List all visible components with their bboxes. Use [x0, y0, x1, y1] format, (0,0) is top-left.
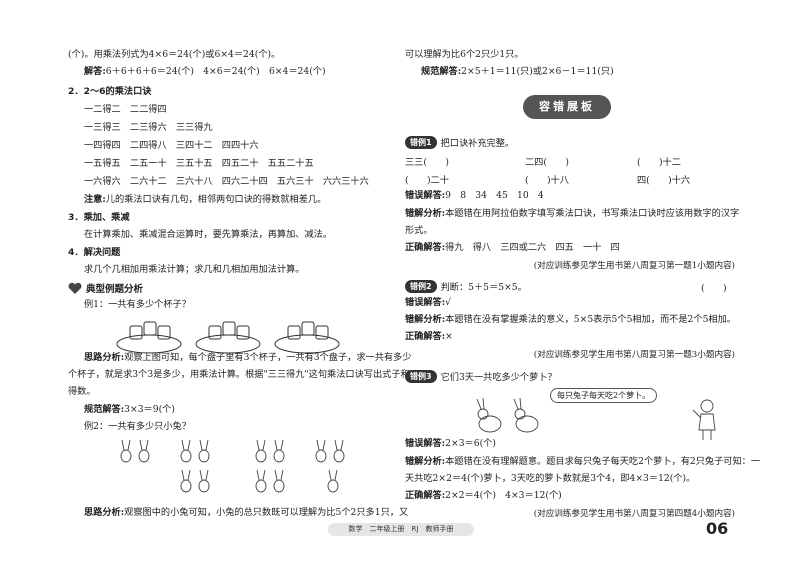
analysis-text: 观察上图可知，每个盘子里有3个杯子，一共有3个盘子，求一共有多少	[124, 352, 412, 363]
analysis-text: 观察图中的小兔可知，小兔的总只数既可以理解为比5个2只多1只，又	[124, 507, 409, 518]
error-1-header: 错例1 把口诀补充完整。	[405, 135, 514, 149]
analysis-label: 错解分析:	[405, 456, 446, 467]
text-line: 可以理解为比6个2只少1只。	[405, 49, 524, 60]
error-2-question: 判断：5＋5＝5×5。	[440, 282, 527, 293]
wrong-label: 错误解答:	[405, 190, 446, 201]
error-1-correct: 正确解答:得九 得八 三四或二六 四五 一十 四	[405, 242, 620, 254]
error-2-tag: 错例2	[405, 279, 437, 293]
example-2-question: 例2：一共有多少只小兔？	[84, 421, 191, 432]
correct-text: 2×2＝4(个) 4×3＝12(个)	[445, 490, 562, 501]
section-4-title: 4．解决问题	[68, 247, 121, 258]
text-line: (个)。用乘法列式为4×6＝24(个)或6×4＝24(个)。	[68, 49, 281, 60]
example-1-analysis-line: 个杯子，就是求3个3是多少，用乘法计算。根据"三三得九"这句乘法口诀写出式子和	[68, 369, 410, 380]
section-4-text: 求几个几相加用乘法计算；求几和几相加用加法计算。	[84, 264, 305, 275]
wrong-text: 2×3＝6(个)	[445, 438, 496, 449]
section-3-title: 3．乘加、乘减	[68, 212, 130, 223]
error-1-analysis: 错解分析:本题错在用阿拉伯数字填写乘法口诀，书写乘法口诀时应该用数字的汉字	[405, 208, 739, 220]
typical-examples-title: 典型例题分析	[86, 284, 144, 295]
section-2-title: 2．2～6的乘法口诀	[68, 86, 152, 97]
page-number: 06	[706, 519, 729, 538]
rabbits-illustration	[120, 439, 345, 493]
answer-line: 解答:6＋6＋6＋6＝24(个) 4×6＝24(个) 6×4＝24(个)	[84, 66, 326, 78]
answer-label: 规范解答:	[84, 404, 125, 415]
error-2-analysis: 错解分析:本题错在没有掌握乘法的意义，5×5表示5个5相加，而不是2个5相加。	[405, 314, 736, 326]
error-2-reference: (对应训练参见学生用书第八周复习第一题3小题内容)	[533, 350, 735, 360]
multiplication-row: 一三得三 二三得六 三三得九	[84, 122, 213, 133]
note-line: 注意:儿的乘法口诀有几句，相邻两句口诀的得数就相差几。	[84, 194, 326, 206]
section-3-text: 在计算乘加、乘减混合运算时，要先算乘法，再算加、减法。	[84, 229, 333, 240]
correct-label: 正确解答:	[405, 490, 446, 501]
note-text: 儿的乘法口诀有几句，相邻两句口诀的得数就相差几。	[105, 194, 327, 205]
blank-item: ( )十八	[525, 175, 569, 186]
error-3-correct: 正确解答:2×2＝4(个) 4×3＝12(个)	[405, 490, 562, 502]
analysis-label: 错解分析:	[405, 314, 446, 325]
error-3-wrong: 错误解答:2×3＝6(个)	[405, 438, 496, 450]
heart-icon	[68, 282, 82, 294]
blank-item: 二四( )	[525, 157, 569, 168]
blank-item: 四( )十六	[637, 175, 691, 186]
wrong-label: 错误解答:	[405, 297, 446, 308]
error-3-header: 错例3 它们3天一共吃多少个萝卜？	[405, 369, 557, 383]
error-3-reference: (对应训练参见学生用书第八周复习第四题4小题内容)	[533, 509, 735, 519]
multiplication-row: 一四得四 二四得八 三四十二 四四十六	[84, 140, 259, 151]
analysis-label: 思路分析:	[84, 507, 125, 518]
note-label: 注意:	[84, 194, 106, 205]
error-3-tag: 错例3	[405, 369, 437, 383]
speech-bubble: 每只兔子每天吃2个萝卜。	[550, 388, 658, 403]
answer-label: 解答:	[84, 66, 106, 77]
answer-label: 规范解答:	[421, 66, 462, 77]
multiplication-row: 一五得五 二五一十 三五十五 四五二十 五五二十五	[84, 158, 314, 169]
error-2-wrong: 错误解答:√	[405, 297, 451, 309]
answer-line: 规范解答:2×5＋1＝11(只)或2×6－1＝11(只)	[421, 66, 614, 78]
example-1-analysis-line: 思路分析:观察上图可知，每个盘子里有3个杯子，一共有3个盘子，求一共有多少	[84, 352, 411, 364]
analysis-label: 错解分析:	[405, 208, 446, 219]
error-2-correct: 正确解答:×	[405, 331, 453, 343]
error-1-question: 把口诀补充完整。	[440, 138, 515, 149]
answer-text: 3×3＝9(个)	[124, 404, 175, 415]
wrong-label: 错误解答:	[405, 438, 446, 449]
judgement-paren: ( )	[701, 283, 727, 294]
correct-text: ×	[445, 331, 453, 342]
cups-on-plates-illustration	[116, 321, 340, 354]
multiplication-row: 一六得六 二六十二 三六十八 四六二十四 五六三十 六六三十六	[84, 176, 369, 187]
error-showcase-banner: 容错展板	[523, 95, 611, 119]
rabbits-girl-illustration	[476, 397, 716, 440]
typical-examples-heading: 典型例题分析	[68, 281, 143, 295]
error-3-analysis: 错解分析:本题错在没有理解题意。题目求每只兔子每天吃2个萝卜，有2只兔子可知：一	[405, 456, 760, 468]
error-1-wrong: 错误解答:9 8 34 45 10 4	[405, 190, 544, 202]
answer-text: 6＋6＋6＋6＝24(个) 4×6＝24(个) 6×4＝24(个)	[105, 66, 326, 77]
example-2-analysis-line: 思路分析:观察图中的小兔可知，小兔的总只数既可以理解为比5个2只多1只，又	[84, 507, 408, 519]
blank-item: 三三( )	[405, 157, 449, 168]
error-2-header: 错例2 判断：5＋5＝5×5。	[405, 279, 527, 293]
analysis-text: 本题错在没有理解题意。题目求每只兔子每天吃2个萝卜，有2只兔子可知：一	[445, 456, 761, 467]
wrong-text: 9 8 34 45 10 4	[445, 190, 544, 201]
correct-text: 得九 得八 三四或二六 四五 一十 四	[445, 242, 620, 253]
error-1-reference: (对应训练参见学生用书第八周复习第一题1小题内容)	[533, 261, 735, 271]
multiplication-row: 一二得二 二二得四	[84, 104, 167, 115]
blank-item: ( )十二	[637, 157, 681, 168]
error-1-analysis-cont: 形式。	[405, 225, 433, 236]
error-3-question: 它们3天一共吃多少个萝卜？	[440, 372, 557, 383]
example-1-question: 例1：一共有多少个杯子？	[84, 299, 191, 310]
answer-text: 2×5＋1＝11(只)或2×6－1＝11(只)	[461, 66, 614, 77]
correct-label: 正确解答:	[405, 242, 446, 253]
error-1-tag: 错例1	[405, 135, 437, 149]
footer-subject: 数学 二年级上册 RJ 教师手册	[328, 523, 474, 536]
example-1-answer: 规范解答:3×3＝9(个)	[84, 404, 175, 416]
error-3-analysis-cont: 天共吃2×2＝4(个)萝卜，3天吃的萝卜数就是3个4，即4×3＝12(个)。	[405, 473, 696, 484]
correct-label: 正确解答:	[405, 331, 446, 342]
blank-item: ( )二十	[405, 175, 449, 186]
example-1-analysis-line: 得数。	[68, 386, 96, 397]
analysis-label: 思路分析:	[84, 352, 125, 363]
analysis-text: 本题错在用阿拉伯数字填写乘法口诀，书写乘法口诀时应该用数字的汉字	[445, 208, 740, 219]
wrong-text: √	[445, 297, 452, 308]
analysis-text: 本题错在没有掌握乘法的意义，5×5表示5个5相加，而不是2个5相加。	[445, 314, 736, 325]
